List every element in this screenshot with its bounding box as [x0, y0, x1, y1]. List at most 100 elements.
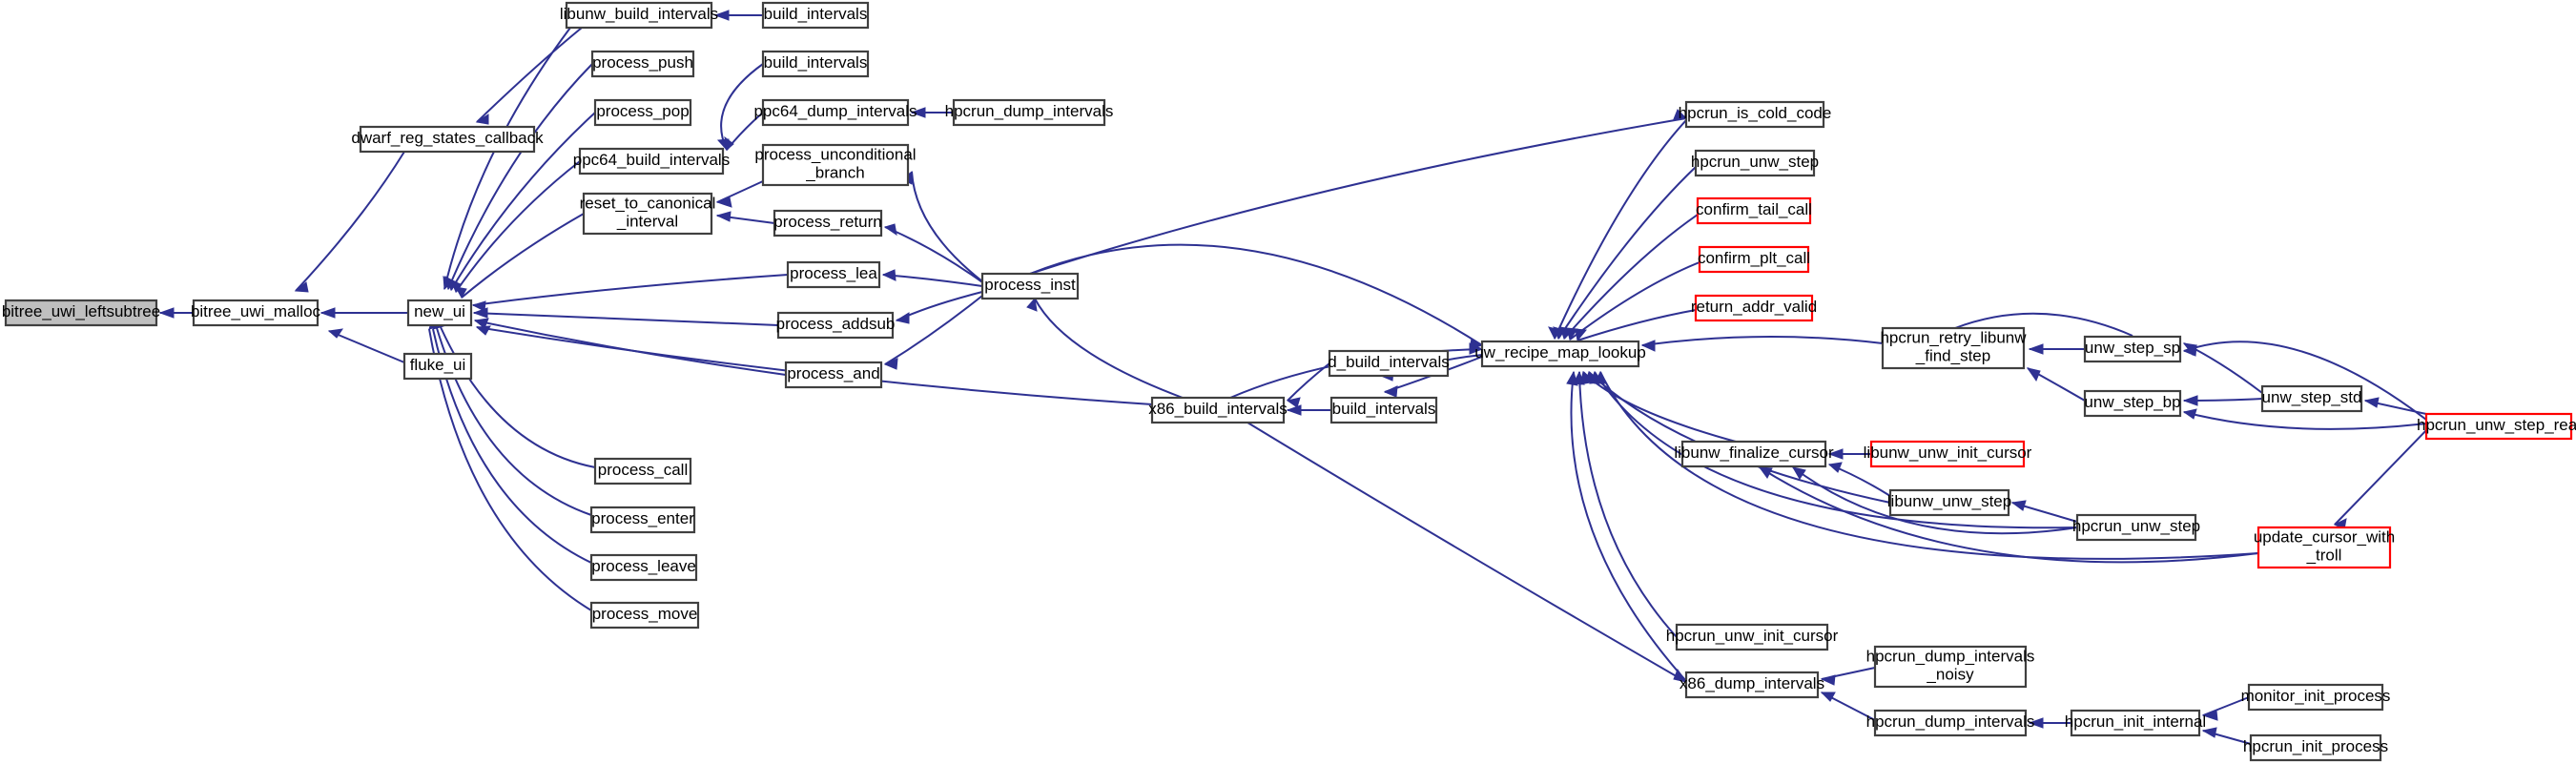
node-reset_to_canonical_interval[interactable]: reset_to_canonical_interval: [580, 192, 716, 236]
node-confirm_plt_call[interactable]: confirm_plt_call: [1698, 245, 1810, 274]
node-x86_dump_intervals[interactable]: x86_dump_intervals: [1680, 671, 1824, 699]
node-box[interactable]: [2083, 335, 2182, 363]
node-box[interactable]: [1888, 488, 2010, 517]
node-box[interactable]: [2083, 389, 2182, 418]
node-process_pop[interactable]: process_pop: [593, 98, 692, 127]
node-libunw_finalize_cursor[interactable]: libunw_finalize_cursor: [1674, 440, 1834, 468]
node-process_lea[interactable]: process_lea: [786, 260, 881, 289]
node-box[interactable]: [2424, 412, 2573, 441]
node-box[interactable]: [1873, 645, 2028, 689]
node-box[interactable]: [2260, 384, 2363, 413]
node-hpcrun_unw_step_real[interactable]: hpcrun_unw_step_real: [2417, 412, 2576, 441]
node-box[interactable]: [786, 260, 881, 289]
node-process_inst[interactable]: process_inst: [980, 272, 1080, 300]
node-box[interactable]: [1329, 396, 1438, 424]
node-build_intervals_top[interactable]: build_intervals: [761, 1, 870, 30]
node-unw_step_sp[interactable]: unw_step_sp: [2083, 335, 2182, 363]
node-ppc64_build_intervals[interactable]: ppc64_build_intervals: [573, 147, 730, 176]
node-process_enter[interactable]: process_enter: [589, 506, 696, 534]
node-hpcrun_unw_step_top[interactable]: hpcrun_unw_step: [1691, 149, 1819, 177]
node-box[interactable]: [1675, 623, 1829, 651]
node-box[interactable]: [578, 147, 725, 176]
node-hpcrun_init_process[interactable]: hpcrun_init_process: [2243, 733, 2388, 762]
node-hpcrun_dump_intervals_noisy[interactable]: hpcrun_dump_intervals_noisy: [1866, 645, 2035, 689]
node-box[interactable]: [1328, 349, 1450, 378]
node-hpcrun_is_cold_code[interactable]: hpcrun_is_cold_code: [1679, 100, 1832, 129]
node-hpcrun_unw_step_mid[interactable]: hpcrun_unw_step: [2072, 513, 2200, 542]
node-x86_build_intervals[interactable]: x86_build_intervals: [1148, 396, 1288, 424]
node-dwarf_reg_states_callback[interactable]: dwarf_reg_states_callback: [351, 125, 544, 154]
node-bitree_uwi_malloc[interactable]: bitree_uwi_malloc: [191, 299, 321, 327]
node-update_cursor_with_troll[interactable]: update_cursor_with_troll: [2254, 526, 2395, 569]
node-box[interactable]: [980, 272, 1080, 300]
node-box[interactable]: [1680, 440, 1827, 468]
node-box[interactable]: [192, 299, 319, 327]
node-box[interactable]: [359, 125, 536, 154]
node-process_unconditional_branch[interactable]: process_unconditional_branch: [754, 143, 917, 187]
node-box[interactable]: [1684, 671, 1820, 699]
node-fluke_ui[interactable]: fluke_ui: [402, 352, 473, 381]
node-box[interactable]: [2075, 513, 2197, 542]
node-box[interactable]: [776, 311, 895, 340]
node-box[interactable]: [406, 299, 473, 327]
node-box[interactable]: [1873, 709, 2028, 737]
node-box[interactable]: [2249, 733, 2382, 762]
node-box[interactable]: [2257, 526, 2392, 569]
node-box[interactable]: [952, 98, 1106, 127]
node-process_move[interactable]: process_move: [589, 601, 700, 630]
node-box[interactable]: [1150, 396, 1286, 424]
node-box[interactable]: [1881, 326, 2026, 370]
node-box[interactable]: [589, 553, 698, 582]
node-libunw_unw_init_cursor[interactable]: libunw_unw_init_cursor: [1864, 440, 2032, 468]
node-process_return[interactable]: process_return: [773, 209, 883, 237]
node-ppc64_dump_intervals[interactable]: ppc64_dump_intervals: [753, 98, 917, 127]
node-box[interactable]: [1694, 149, 1816, 177]
node-box[interactable]: [593, 457, 692, 485]
node-box[interactable]: [784, 361, 883, 389]
node-box[interactable]: [4, 299, 158, 327]
node-build_intervals_x86[interactable]: build_intervals: [1329, 396, 1438, 424]
node-process_push[interactable]: process_push: [590, 50, 695, 78]
node-box[interactable]: [761, 98, 910, 127]
node-libunw_build_intervals[interactable]: libunw_build_intervals: [560, 1, 718, 30]
node-hpcrun_dump_intervals_top[interactable]: hpcrun_dump_intervals: [945, 98, 1114, 127]
node-bitree_uwi_leftsubtree[interactable]: bitree_uwi_leftsubtree: [2, 299, 160, 327]
node-confirm_tail_call[interactable]: confirm_tail_call: [1696, 196, 1812, 225]
node-return_addr_valid[interactable]: return_addr_valid: [1691, 294, 1817, 322]
node-box[interactable]: [565, 1, 713, 30]
node-hpcrun_unw_init_cursor[interactable]: hpcrun_unw_init_cursor: [1666, 623, 1839, 651]
node-box[interactable]: [589, 506, 696, 534]
node-process_and[interactable]: process_and: [784, 361, 883, 389]
node-box[interactable]: [1480, 340, 1640, 368]
node-box[interactable]: [761, 50, 870, 78]
node-box[interactable]: [2247, 683, 2384, 712]
node-box[interactable]: [590, 50, 695, 78]
node-uw_recipe_map_lookup[interactable]: uw_recipe_map_lookup: [1474, 340, 1646, 368]
node-hpcrun_init_internal[interactable]: hpcrun_init_internal: [2065, 709, 2206, 737]
node-d_build_intervals[interactable]: d_build_intervals: [1328, 349, 1450, 378]
node-box[interactable]: [1869, 440, 2026, 468]
node-box[interactable]: [1694, 294, 1814, 322]
node-libunw_unw_step[interactable]: libunw_unw_step: [1887, 488, 2011, 517]
node-box[interactable]: [582, 192, 713, 236]
node-box[interactable]: [593, 98, 692, 127]
node-unw_step_bp[interactable]: unw_step_bp: [2083, 389, 2182, 418]
node-box[interactable]: [402, 352, 473, 381]
node-process_addsub[interactable]: process_addsub: [776, 311, 896, 340]
node-box[interactable]: [761, 1, 870, 30]
node-hpcrun_retry_libunw_find_step[interactable]: hpcrun_retry_libunw_find_step: [1880, 326, 2027, 370]
node-unw_step_std[interactable]: unw_step_std: [2260, 384, 2363, 413]
node-monitor_init_process[interactable]: monitor_init_process: [2241, 683, 2391, 712]
node-hpcrun_dump_intervals_bot[interactable]: hpcrun_dump_intervals: [1866, 709, 2035, 737]
node-box[interactable]: [1684, 100, 1825, 129]
node-box[interactable]: [761, 143, 910, 187]
node-box[interactable]: [1696, 196, 1812, 225]
node-box[interactable]: [589, 601, 700, 630]
node-new_ui[interactable]: new_ui: [406, 299, 473, 327]
node-box[interactable]: [2070, 709, 2201, 737]
node-process_call[interactable]: process_call: [593, 457, 692, 485]
node-box[interactable]: [1698, 245, 1810, 274]
node-box[interactable]: [773, 209, 883, 237]
node-build_intervals_ppc[interactable]: build_intervals: [761, 50, 870, 78]
node-process_leave[interactable]: process_leave: [589, 553, 698, 582]
